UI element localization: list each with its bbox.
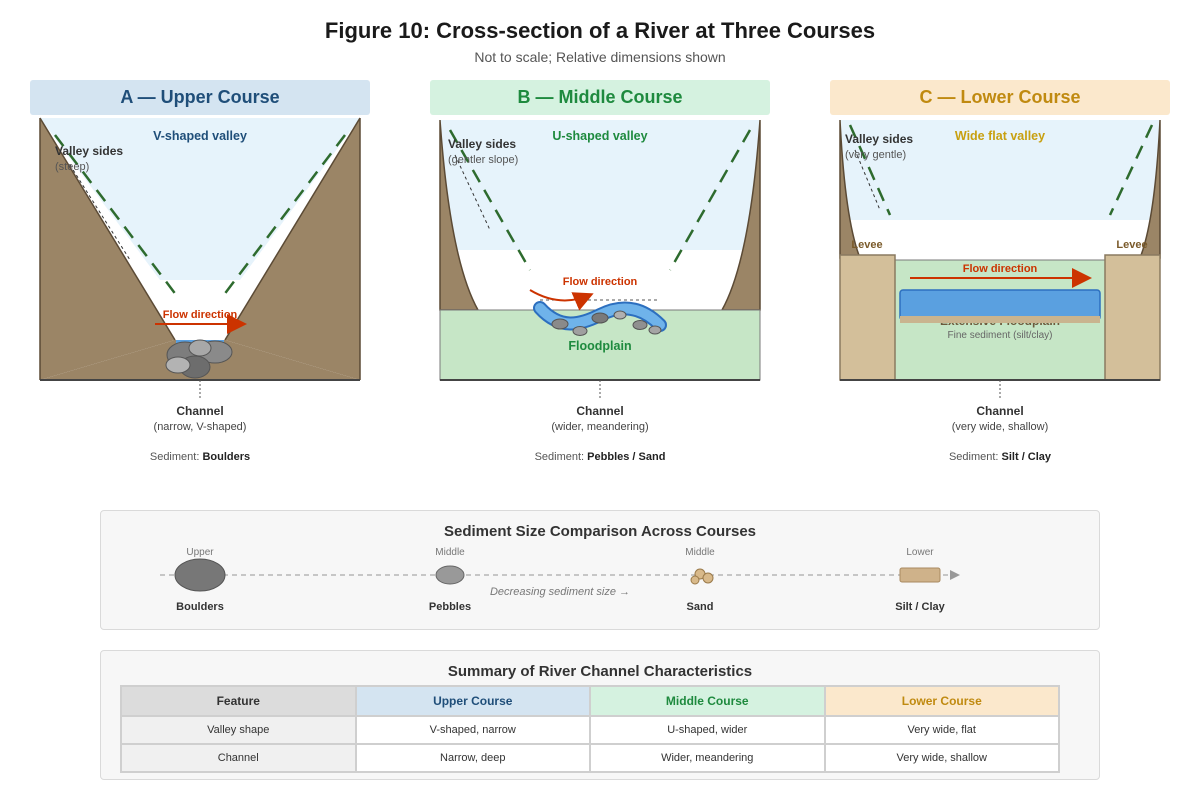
upper-sediment-label: Sediment: Boulders xyxy=(150,451,250,463)
middle-valley-sides-note: (gentler slope) xyxy=(448,154,518,166)
middle-flow-label: Flow direction xyxy=(563,276,638,288)
cell-lower-channel: Very wide, shallow xyxy=(823,743,1060,773)
cell-middle-valley-shape: U-shaped, wider xyxy=(589,715,826,745)
middle-valley-label: U-shaped valley xyxy=(552,129,647,143)
upper-valley-sides-label: Valley sides xyxy=(55,144,123,158)
lower-valley-sides-label: Valley sides xyxy=(845,132,913,146)
pebbles-icon xyxy=(551,310,662,336)
levee-right xyxy=(1104,254,1161,381)
cell-lower-valley-shape: Very wide, flat xyxy=(823,715,1060,745)
header-middle-course: Middle Course xyxy=(589,685,826,717)
boulders-icon xyxy=(165,339,233,379)
sediment-comparison-title: Sediment Size Comparison Across Courses xyxy=(443,523,757,540)
lower-channel-label: Channel xyxy=(976,404,1023,418)
upper-flow-label: Flow direction xyxy=(163,309,238,321)
lower-valley-profile-right xyxy=(1108,124,1154,216)
upper-valley-profile-right xyxy=(219,134,346,301)
levee-right-label: Levee xyxy=(1116,239,1147,251)
middle-channel-label: Channel xyxy=(576,404,623,418)
upper-sky xyxy=(40,118,360,280)
levee-left xyxy=(839,254,896,381)
middle-channel-note: (wider, meandering) xyxy=(551,421,648,433)
cell-upper-valley-shape: V-shaped, narrow xyxy=(354,715,591,745)
lower-channel-bed xyxy=(900,316,1100,323)
middle-valley-wall-right xyxy=(720,119,761,311)
middle-sky xyxy=(440,120,760,250)
lower-floodplain-note: Fine sediment (silt/clay) xyxy=(947,330,1052,341)
cell-middle-channel: Wider, meandering xyxy=(589,743,826,773)
lower-valley-profile-left xyxy=(848,124,892,216)
row-feature-channel: Channel xyxy=(120,743,357,773)
lower-channel-note: (very wide, shallow) xyxy=(952,421,1049,433)
middle-valley-sides-label: Valley sides xyxy=(448,137,516,151)
middle-valley-profile-right xyxy=(668,129,752,271)
upper-channel-label: Channel xyxy=(176,404,223,418)
cross-section-diagrams: Flow direction V-shaped valley Valley si… xyxy=(39,117,1161,463)
middle-course-diagram: Flow direction Floodplain U-shaped valle… xyxy=(439,119,761,463)
row-feature-valley-shape: Valley shape xyxy=(120,715,357,745)
middle-valley-profile-left xyxy=(448,129,532,271)
panel-header-lower: C — Lower Course xyxy=(830,80,1170,115)
table-row: Valley shape V-shaped, narrow U-shaped, … xyxy=(120,715,1060,745)
lower-valley-label: Wide flat valley xyxy=(955,129,1045,143)
middle-valley-wall-left xyxy=(439,119,480,311)
lower-valley-sides-note: (very gentle) xyxy=(845,149,906,161)
upper-channel-note: (narrow, V-shaped) xyxy=(154,421,247,433)
upper-valley-profile-left xyxy=(54,134,181,301)
lower-channel-water xyxy=(899,289,1101,321)
upper-course-diagram: Flow direction V-shaped valley Valley si… xyxy=(39,117,361,463)
upper-valley-wall-right xyxy=(225,118,360,380)
upper-valley-wall-left xyxy=(40,118,175,380)
figure-subtitle: Not to scale; Relative dimensions shown xyxy=(474,49,726,65)
upper-valley-label: V-shaped valley xyxy=(153,129,247,143)
header-feature: Feature xyxy=(120,685,357,717)
panel-header-upper: A — Upper Course xyxy=(30,80,370,115)
panel-header-middle: B — Middle Course xyxy=(430,80,770,115)
middle-sediment-label: Sediment: Pebbles / Sand xyxy=(535,451,666,463)
summary-header-row: Feature Upper Course Middle Course Lower… xyxy=(120,685,1060,717)
middle-floodplain-label: Floodplain xyxy=(568,339,631,353)
summary-title: Summary of River Channel Characteristics xyxy=(447,663,753,680)
table-row: Channel Narrow, deep Wider, meandering V… xyxy=(120,743,1060,773)
levee-left-label: Levee xyxy=(851,239,882,251)
summary-table: Feature Upper Course Middle Course Lower… xyxy=(120,685,1060,773)
lower-flow-label: Flow direction xyxy=(963,263,1038,275)
sediment-comparison-panel: Sediment Size Comparison Across Courses xyxy=(100,510,1100,630)
upper-valley-sides-note: (steep) xyxy=(55,161,89,173)
figure-title: Figure 10: Cross-section of a River at T… xyxy=(324,18,876,43)
header-upper-course: Upper Course xyxy=(354,685,591,717)
lower-course-diagram: Extensive Floodplain Fine sediment (silt… xyxy=(839,119,1161,463)
header-lower-course: Lower Course xyxy=(823,685,1060,717)
lower-sky xyxy=(840,120,1160,220)
lower-sediment-label: Sediment: Silt / Clay xyxy=(949,451,1052,463)
middle-flow-arrow xyxy=(529,289,594,311)
cell-upper-channel: Narrow, deep xyxy=(354,743,591,773)
